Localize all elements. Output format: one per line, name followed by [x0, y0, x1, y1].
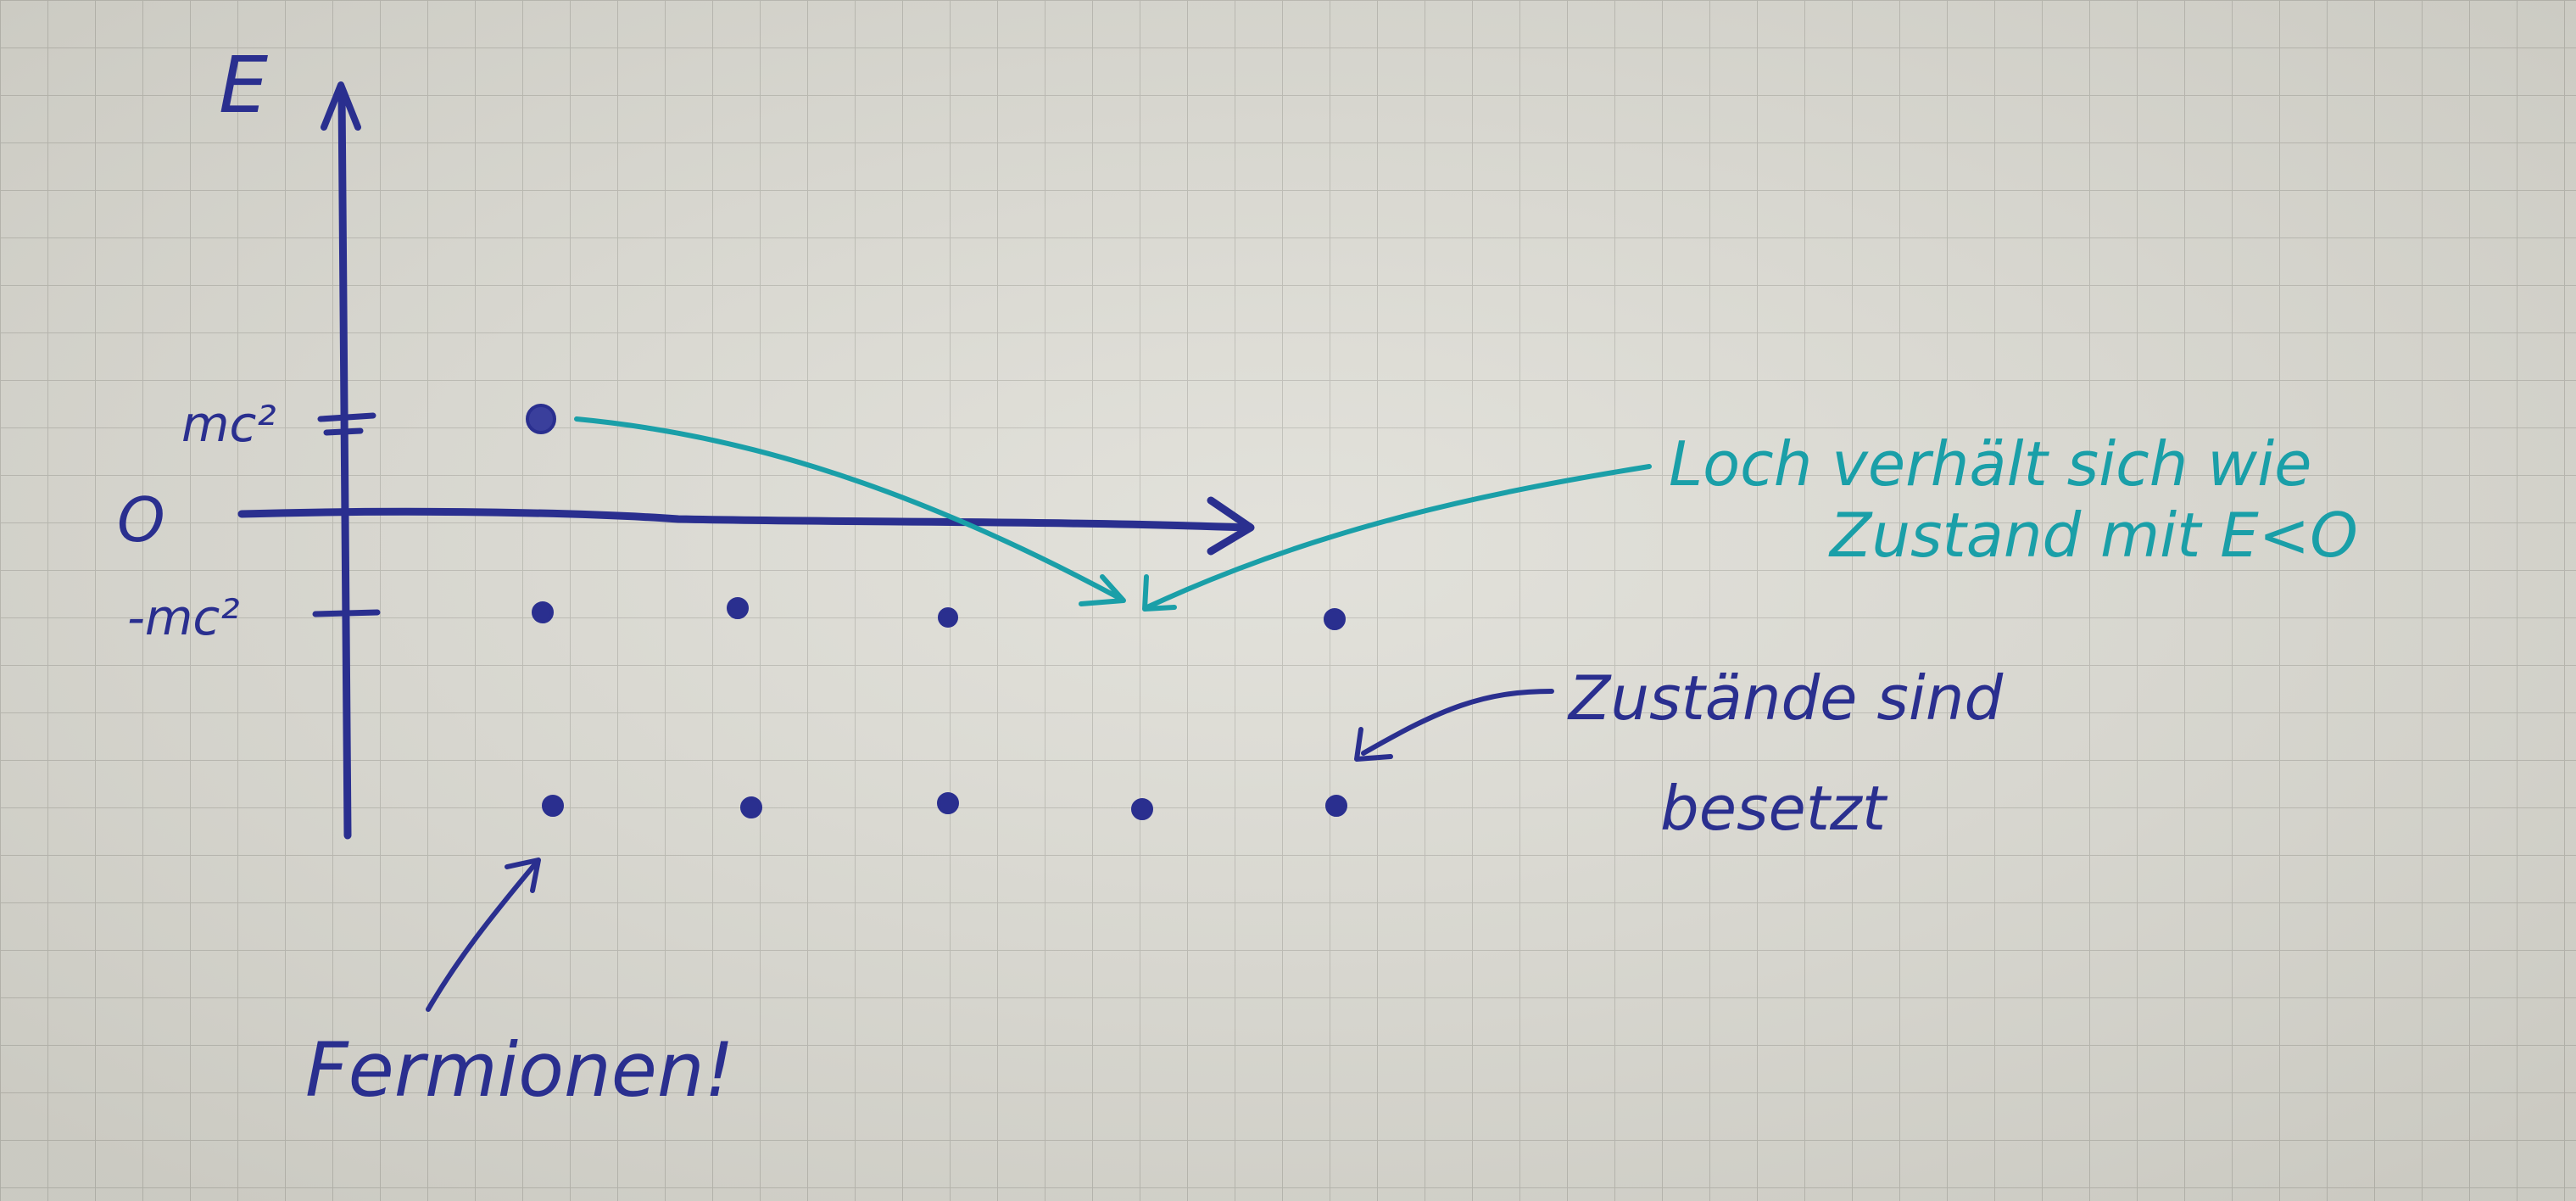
y-axis-arrowhead — [321, 81, 361, 131]
hole-annotation-line1: Loch verhält sich wie — [1669, 428, 2311, 500]
state-dots — [526, 404, 1347, 820]
occupied-state-dot — [938, 607, 958, 628]
tick-lower — [312, 609, 381, 617]
occupied-state-dot — [532, 601, 554, 623]
fermion-pointer-arrowhead — [505, 857, 541, 893]
occupied-annotation-line1: Zustände sind — [1567, 662, 2004, 734]
x-axis — [237, 507, 1251, 532]
occupied-state-dot — [1325, 795, 1347, 817]
occupied-state-dot — [542, 795, 564, 817]
x-axis-arrowhead — [1207, 496, 1255, 556]
labels: E mc² O -mc² Loch verhält sich wie Zusta… — [117, 40, 2358, 1114]
pointer-arrows — [426, 689, 1554, 1012]
hole-pointer-arrowhead — [1142, 574, 1177, 612]
occupied-state-dot — [740, 796, 762, 818]
hole-pointer-arrow — [1146, 464, 1652, 609]
occupied-state-dot — [727, 597, 749, 619]
occupied-pointer-arrow — [1361, 689, 1554, 756]
excitation-arrowhead — [1079, 574, 1126, 606]
tick-label-upper: mc² — [181, 395, 276, 453]
y-axis — [337, 89, 352, 840]
excitation-arrow — [574, 416, 1122, 600]
hole-annotation-line2: Zustand mit E<O — [1828, 500, 2358, 571]
occupied-annotation-line2: besetzt — [1660, 773, 1888, 844]
fermions-label: Fermionen! — [305, 1026, 734, 1114]
energy-diagram — [237, 81, 1255, 840]
occupied-pointer-arrowhead — [1354, 727, 1393, 762]
excited-electron-dot — [526, 404, 556, 434]
tick-label-lower: -mc² — [127, 589, 240, 646]
occupied-state-dot — [937, 792, 959, 814]
occupied-state-dot — [1131, 798, 1153, 820]
hole-arrows — [574, 416, 1652, 612]
tick-label-zero: O — [117, 484, 165, 556]
occupied-state-dot — [1324, 608, 1346, 630]
y-axis-label: E — [219, 40, 268, 131]
fermion-pointer-arrow — [426, 863, 537, 1012]
tick-upper — [317, 412, 376, 436]
